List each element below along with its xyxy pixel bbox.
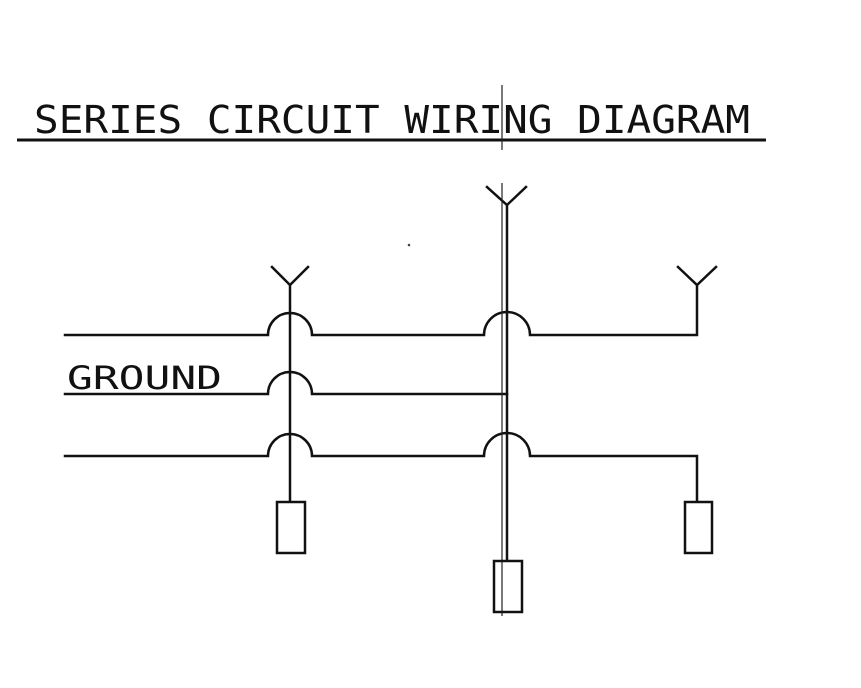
terminal-center <box>492 559 524 614</box>
antenna-center <box>485 183 528 616</box>
terminal-right <box>683 500 714 555</box>
wire-top <box>63 283 699 337</box>
ground-label: GROUND <box>67 359 222 397</box>
antenna-left <box>270 265 310 503</box>
antenna-right <box>676 265 718 287</box>
wire-bottom <box>63 431 699 503</box>
speck <box>407 243 411 247</box>
terminal-left <box>275 500 307 555</box>
diagram-title: SERIES CIRCUIT WIRING DIAGRAM <box>34 98 750 142</box>
